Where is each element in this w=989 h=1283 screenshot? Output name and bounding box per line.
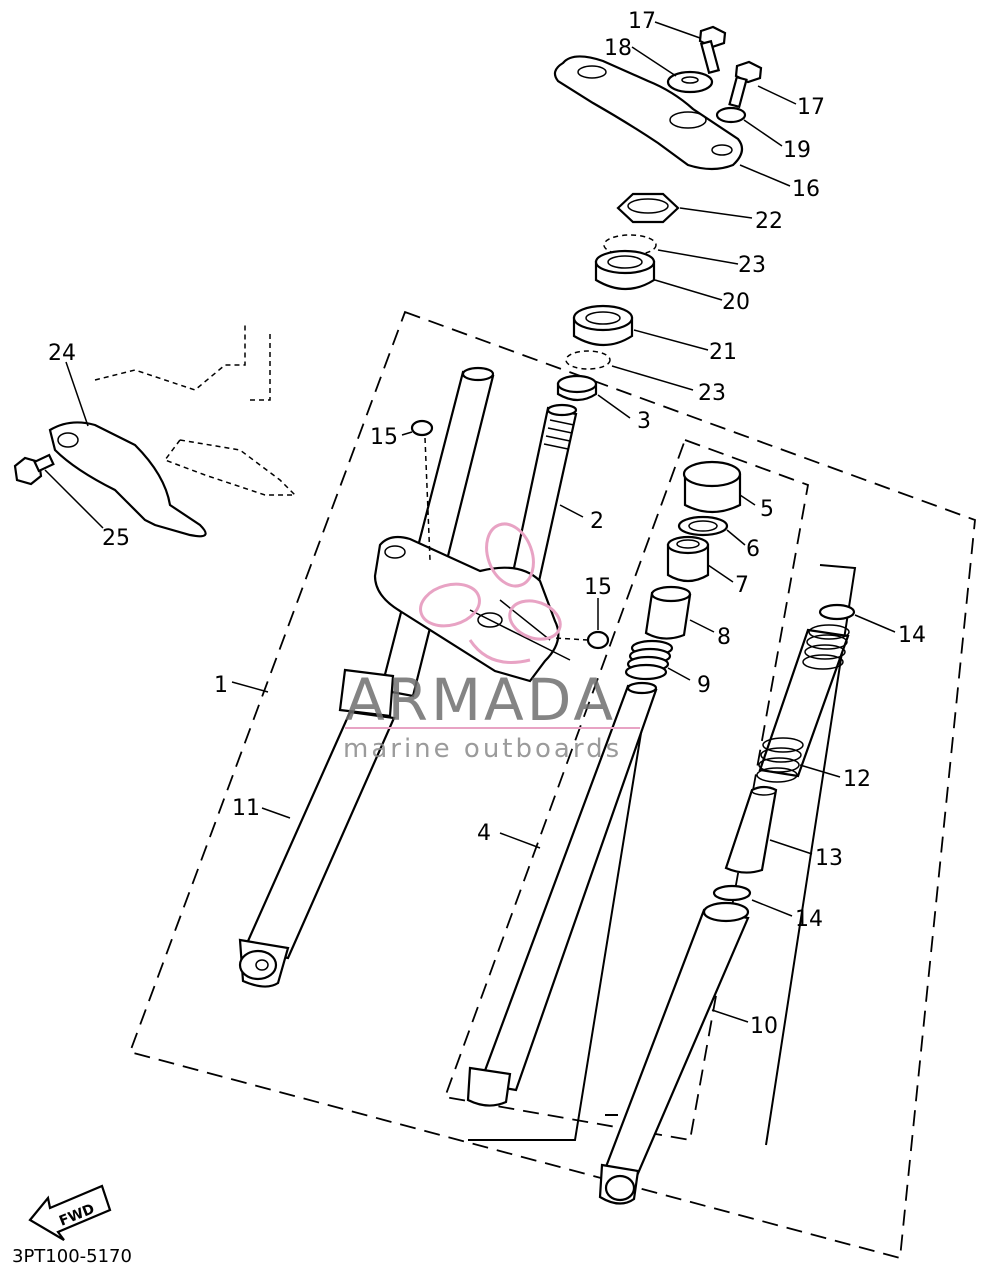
callout-10: 10 xyxy=(750,1014,778,1039)
inner-tube-bracket xyxy=(468,689,649,1141)
outer-tube-10 xyxy=(598,901,750,1205)
bolt-17a xyxy=(698,25,727,75)
outer-tube-bracket xyxy=(765,564,857,1146)
collar-7 xyxy=(666,535,710,583)
callout-17: 17 xyxy=(628,9,656,34)
callout-14: 14 xyxy=(898,623,926,648)
bearing-race-21 xyxy=(572,304,634,346)
callout-15: 15 xyxy=(584,575,612,600)
callout-14: 14 xyxy=(795,907,823,932)
bolt-15a xyxy=(410,419,434,561)
callout-16: 16 xyxy=(792,177,820,202)
fwd-arrow: FWD xyxy=(28,1184,112,1241)
callout-9: 9 xyxy=(697,673,711,698)
washer-19 xyxy=(715,106,747,124)
bolt-17b xyxy=(728,60,763,109)
callout-23: 23 xyxy=(738,253,766,278)
callout-8: 8 xyxy=(717,625,731,650)
callout-20: 20 xyxy=(722,290,750,315)
watermark-subtitle: marine outboards xyxy=(343,734,622,764)
callout-1: 1 xyxy=(214,673,228,698)
bolt-25 xyxy=(13,453,55,486)
callout-17: 17 xyxy=(797,95,825,120)
ring-6 xyxy=(677,515,729,537)
callout-24: 24 xyxy=(48,341,76,366)
callout-6: 6 xyxy=(746,537,760,562)
callout-5: 5 xyxy=(760,497,774,522)
spacer-8 xyxy=(644,585,692,640)
inner-tube-group-outline xyxy=(443,438,810,1142)
bearing-race-20 xyxy=(594,249,656,290)
ring-nut-22 xyxy=(616,192,680,224)
callout-19: 19 xyxy=(783,138,811,163)
washer-18 xyxy=(666,70,714,94)
watermark-logo-mark xyxy=(419,522,562,664)
callout-2: 2 xyxy=(590,509,604,534)
callout-25: 25 xyxy=(102,526,130,551)
ball-ring-23b xyxy=(565,350,611,370)
side-cover-background xyxy=(94,325,297,496)
diagram-code: 3PT100-5170 xyxy=(12,1246,132,1267)
guide-13 xyxy=(724,785,778,874)
spring-9 xyxy=(624,639,674,681)
callout-3: 3 xyxy=(637,409,651,434)
dust-seal-3 xyxy=(556,374,598,402)
left-fork-11 xyxy=(238,366,495,988)
inner-tube-4 xyxy=(466,681,658,1107)
callout-18: 18 xyxy=(604,36,632,61)
callout-23: 23 xyxy=(698,381,726,406)
under-bracket xyxy=(373,535,571,683)
rubber-boot-12 xyxy=(756,624,850,783)
callout-15: 15 xyxy=(370,425,398,450)
leader-lines xyxy=(44,21,896,1023)
callout-22: 22 xyxy=(755,209,783,234)
circlip-14b xyxy=(712,884,752,902)
upper-bracket-16 xyxy=(553,55,744,171)
callout-12: 12 xyxy=(843,767,871,792)
watermark-title: ARMADA xyxy=(345,666,616,734)
cap-5 xyxy=(682,460,742,514)
fork-assembly-group-outline xyxy=(128,310,976,1260)
callout-21: 21 xyxy=(709,340,737,365)
bolt-15b xyxy=(554,630,610,650)
armada-watermark: ARMADA marine outboards xyxy=(343,522,640,764)
callout-7: 7 xyxy=(735,573,749,598)
callout-4: 4 xyxy=(477,821,491,846)
side-plate-24 xyxy=(48,421,207,538)
callout-11: 11 xyxy=(232,796,260,821)
callout-13: 13 xyxy=(815,846,843,871)
circlip-14a xyxy=(818,603,856,621)
